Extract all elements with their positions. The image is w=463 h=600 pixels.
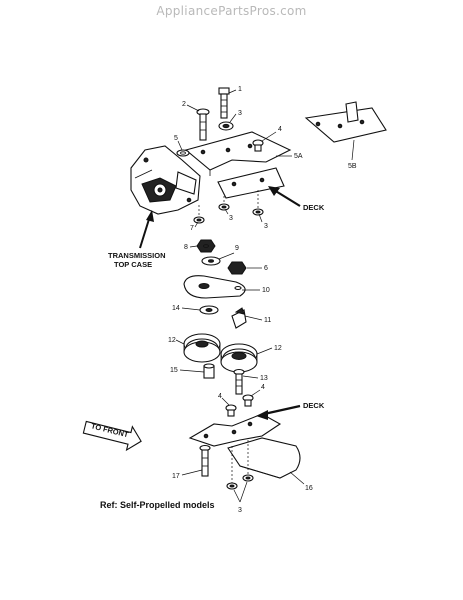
nut-6[interactable] bbox=[227, 261, 247, 275]
deck-arrow-lower bbox=[256, 404, 301, 420]
nut-3-right[interactable] bbox=[252, 208, 264, 216]
callout-9: 9 bbox=[235, 245, 239, 252]
deck-arrow-upper bbox=[268, 186, 301, 207]
spacer-15[interactable] bbox=[203, 363, 215, 379]
callout-12-left: 12 bbox=[168, 337, 176, 344]
label-transmission: TRANSMISSION bbox=[108, 251, 166, 260]
nut-3-mid[interactable] bbox=[218, 203, 230, 211]
nut-3-bottom-right[interactable] bbox=[242, 474, 254, 482]
bracket-5b[interactable] bbox=[304, 101, 387, 143]
callout-8: 8 bbox=[184, 244, 188, 251]
pulley-12-right[interactable] bbox=[220, 343, 258, 373]
callout-13: 13 bbox=[260, 375, 268, 382]
to-front-arrow bbox=[82, 420, 142, 452]
nut-8[interactable] bbox=[196, 239, 216, 253]
pin-4-lower-right[interactable] bbox=[242, 394, 254, 407]
callout-4-lower-right: 4 bbox=[261, 384, 265, 391]
nut-3-bottom-left[interactable] bbox=[226, 482, 238, 490]
transmission-arrow bbox=[139, 210, 154, 249]
callout-4-lower-left: 4 bbox=[218, 393, 222, 400]
nut-7[interactable] bbox=[193, 216, 205, 224]
callout-7: 7 bbox=[190, 225, 194, 232]
arm-10[interactable] bbox=[183, 275, 246, 299]
callout-3-right: 3 bbox=[264, 223, 268, 230]
callout-15: 15 bbox=[170, 367, 178, 374]
label-deck-lower: DECK bbox=[303, 401, 325, 410]
bolt-13[interactable] bbox=[233, 368, 245, 395]
bolt-2[interactable] bbox=[196, 108, 210, 141]
callout-3: 3 bbox=[238, 110, 242, 117]
callout-11: 11 bbox=[264, 317, 271, 324]
deck-plate-lower bbox=[188, 413, 282, 447]
plate-5a[interactable] bbox=[184, 131, 292, 176]
label-top-case: TOP CASE bbox=[114, 260, 152, 269]
callout-6: 6 bbox=[264, 265, 268, 272]
callout-4: 4 bbox=[278, 126, 282, 133]
callout-1: 1 bbox=[238, 86, 242, 93]
bushing-14[interactable] bbox=[199, 305, 219, 315]
callout-5a: 5A bbox=[294, 153, 303, 160]
callout-10: 10 bbox=[262, 287, 270, 294]
clip-11[interactable] bbox=[231, 307, 247, 329]
deck-plate-upper bbox=[217, 167, 285, 199]
bolt-1[interactable] bbox=[218, 87, 230, 119]
callout-16: 16 bbox=[305, 485, 313, 492]
shield-16[interactable] bbox=[227, 437, 301, 479]
watermark-text: AppliancePartsPros.com bbox=[156, 4, 307, 18]
callout-5: 5 bbox=[174, 135, 178, 142]
pulley-12-left[interactable] bbox=[183, 333, 221, 363]
callout-17: 17 bbox=[172, 473, 180, 480]
pin-4-top[interactable] bbox=[252, 139, 264, 152]
callout-3-bottom: 3 bbox=[238, 507, 242, 514]
callout-14: 14 bbox=[172, 305, 180, 312]
reference-note: Ref: Self-Propelled models bbox=[100, 500, 215, 510]
bolt-17[interactable] bbox=[199, 444, 211, 477]
callout-12-right: 12 bbox=[274, 345, 282, 352]
washer-9[interactable] bbox=[201, 256, 221, 266]
washer-5[interactable] bbox=[176, 149, 190, 157]
leader-lines bbox=[175, 89, 355, 503]
transmission-top-case[interactable] bbox=[130, 145, 201, 215]
label-deck-upper: DECK bbox=[303, 203, 325, 212]
callout-2: 2 bbox=[182, 101, 186, 108]
callout-3-mid: 3 bbox=[229, 215, 233, 222]
pin-4-lower-left[interactable] bbox=[225, 404, 237, 417]
callout-5b: 5B bbox=[348, 163, 357, 170]
nut-3-top[interactable] bbox=[218, 121, 234, 131]
